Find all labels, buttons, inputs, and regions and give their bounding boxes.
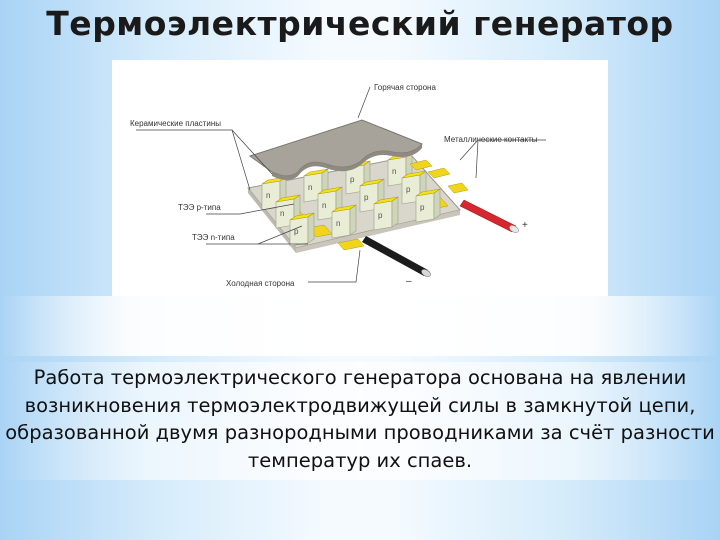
description-text: Работа термоэлектрического генератора ос… bbox=[0, 362, 720, 480]
leg-type-letter: p bbox=[406, 185, 411, 194]
black-wire-end bbox=[421, 269, 431, 277]
thermoelement-leg: p bbox=[373, 196, 399, 231]
red-wire-end bbox=[509, 225, 519, 233]
leg-type-letter: n bbox=[266, 191, 270, 200]
leg-type-letter: n bbox=[322, 201, 326, 210]
black-wire bbox=[362, 236, 428, 276]
page-title: Термоэлектрический генератор bbox=[46, 4, 674, 43]
label-ceramic-plates: Керамические пластины bbox=[130, 119, 221, 128]
thermoelement-leg: n bbox=[317, 186, 343, 221]
thermoelement-leg: n bbox=[331, 204, 357, 239]
leader-lines bbox=[136, 86, 546, 283]
leg-type-letter: n bbox=[308, 183, 312, 192]
divider-band bbox=[0, 296, 720, 356]
thermoelectric-legs: n p n p n p n p n p n p bbox=[261, 152, 441, 247]
leg-type-letter: n bbox=[392, 167, 396, 176]
thermoelement-leg: p bbox=[289, 212, 315, 247]
hot-plate-edge bbox=[272, 144, 422, 180]
teg-diagram: n p n p n p n p n p n p Горячая сторона Керамически… bbox=[112, 60, 608, 296]
label-tee-n: ТЭЭ n-типа bbox=[192, 233, 235, 242]
leg-type-letter: p bbox=[378, 211, 383, 220]
label-minus: – bbox=[406, 276, 412, 287]
label-metal-contacts: Металлические контакты bbox=[444, 135, 538, 144]
leg-type-letter: n bbox=[280, 209, 284, 218]
top-metal-contacts bbox=[409, 159, 451, 179]
leg-type-letter: p bbox=[420, 203, 425, 212]
leg-type-letter: p bbox=[294, 227, 299, 236]
label-tee-p: ТЭЭ р-типа bbox=[178, 203, 221, 212]
leg-type-letter: p bbox=[350, 175, 355, 184]
teg-illustration: n p n p n p n p n p n p Горячая сторона Керамически… bbox=[130, 83, 546, 288]
hot-ceramic-plate bbox=[248, 119, 423, 177]
label-plus: + bbox=[522, 220, 528, 231]
cold-plate-edge bbox=[248, 188, 296, 253]
red-wire bbox=[459, 199, 517, 233]
leg-type-letter: p bbox=[364, 193, 369, 202]
thermoelement-leg: p bbox=[415, 188, 441, 223]
label-hot-side: Горячая сторона bbox=[374, 83, 436, 92]
label-cold-side: Холодная сторона bbox=[226, 279, 295, 288]
leg-type-letter: n bbox=[336, 219, 340, 228]
